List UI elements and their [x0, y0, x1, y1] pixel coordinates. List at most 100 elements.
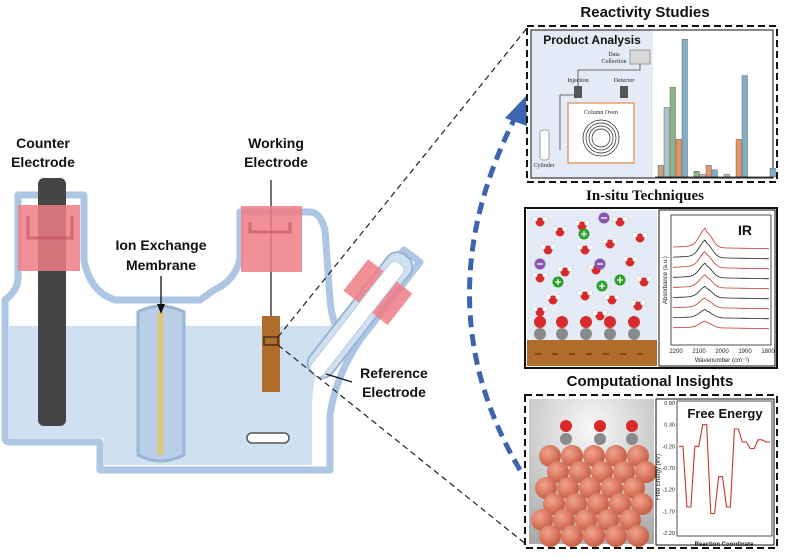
- flow-arrow-head-icon: [505, 96, 527, 126]
- water-o-2: [577, 221, 587, 231]
- water-h-b-13: [555, 294, 561, 300]
- fe-ytick-2: -0.20: [662, 444, 675, 450]
- water-h-a-10: [557, 266, 563, 272]
- pa-bar-12: [769, 168, 776, 178]
- water-o-14: [580, 291, 590, 301]
- cu-atom-1-0: [547, 461, 569, 483]
- pa-bar-1: [663, 107, 670, 178]
- water-h-b-3: [622, 216, 628, 222]
- pa-bar-7: [705, 165, 712, 178]
- stir-bar: [246, 432, 290, 444]
- cylinder-icon: [539, 129, 550, 161]
- ir-spectrum-0: [672, 227, 770, 250]
- section-title-computational: Computational Insights: [567, 373, 734, 390]
- water-h-a-17: [532, 306, 538, 312]
- water-o-7: [605, 239, 615, 249]
- fe-ytick-5: -1.70: [662, 509, 675, 515]
- ir-tick-3: 1900: [738, 349, 752, 355]
- pa-bar-9: [723, 173, 730, 178]
- flow-arrow: [467, 110, 523, 472]
- water-h-a-3: [612, 216, 618, 222]
- surface-c-0: [534, 328, 546, 340]
- cu-atom-5-4: [627, 525, 649, 547]
- panel-product-analysis: Product Analysis Data Collection Injecti…: [526, 25, 778, 183]
- surface-o-2: [580, 316, 592, 328]
- water-h-a-14: [577, 290, 583, 296]
- free-energy-ylabel: Free Energy (eV): [656, 454, 662, 500]
- surface-c-3: [604, 328, 616, 340]
- ir-xlabel: Wavenumber (cm⁻¹): [695, 358, 749, 364]
- molecules: [532, 212, 652, 355]
- water-o-8: [625, 257, 635, 267]
- water-h-b-18: [602, 310, 608, 316]
- ir-spectrum-6: [673, 297, 770, 310]
- cu-atom-1-1: [569, 461, 591, 483]
- water-h-b-7: [612, 238, 618, 244]
- free-energy-title: Free Energy: [687, 406, 763, 421]
- fe-ytick-6: -2.20: [662, 531, 675, 537]
- section-title-reactivity: Reactivity Studies: [580, 4, 709, 21]
- pa-bar-6: [699, 173, 706, 178]
- h-cell: [1, 178, 424, 474]
- electrode-surface: [527, 340, 657, 366]
- water-h-b-16: [640, 300, 646, 306]
- water-h-a-9: [532, 272, 538, 278]
- pa-bar-2: [669, 86, 676, 178]
- water-o-9: [535, 273, 545, 283]
- water-h-b-14: [587, 290, 593, 296]
- surface-c-2: [580, 328, 592, 340]
- data-collection-label-1: Data: [608, 52, 620, 58]
- cu-atom-5-2: [583, 525, 605, 547]
- product-analysis-bars: [655, 39, 776, 178]
- cu-atom-5-0: [539, 525, 561, 547]
- ir-spectrum-5: [672, 285, 770, 300]
- water-h-b-6: [587, 244, 593, 250]
- cu-atom-3-1: [565, 493, 587, 515]
- ir-spectrum-4: [672, 274, 770, 290]
- water-h-a-2: [574, 220, 580, 226]
- zoom-line-bottom: [277, 344, 528, 546]
- water-h-a-13: [545, 294, 551, 300]
- free-energy-curve: [679, 424, 770, 515]
- ir-spectrum-8: [673, 320, 770, 330]
- water-h-b-2: [584, 220, 590, 226]
- cation-plus-0: [581, 231, 587, 237]
- water-o-0: [535, 217, 545, 227]
- water-o-5: [543, 245, 553, 255]
- water-h-a-12: [636, 276, 642, 282]
- water-o-17: [535, 307, 545, 317]
- surface-c-4: [628, 328, 640, 340]
- ads-c-1: [594, 433, 606, 445]
- water-h-a-7: [602, 238, 608, 244]
- column-oven-label: Column Oven: [584, 110, 618, 116]
- working-cap: [241, 206, 302, 272]
- ads-c-2: [626, 433, 638, 445]
- fe-ytick-4: -1.20: [662, 488, 675, 494]
- surface-o-1: [556, 316, 568, 328]
- zoom-line-top: [277, 27, 528, 338]
- water-o-18: [595, 311, 605, 321]
- cu-atom-1-2: [591, 461, 613, 483]
- water-o-13: [548, 295, 558, 305]
- ir-spectrum-3: [673, 262, 770, 280]
- pa-bar-8: [711, 169, 718, 178]
- fe-ytick-3: -0.70: [662, 466, 675, 472]
- ir-tick-0: 2200: [669, 349, 683, 355]
- water-h-b-0: [542, 216, 548, 222]
- ir-tick-1: 2100: [692, 349, 706, 355]
- product-analysis-title: Product Analysis: [543, 33, 641, 47]
- panel-computational: Free Energy Free Energy (eV) Reaction Co…: [524, 394, 778, 549]
- reference-electrode: [306, 251, 414, 379]
- cu-atom-5-1: [561, 525, 583, 547]
- surface-o-4: [628, 316, 640, 328]
- surface-o-3: [604, 316, 616, 328]
- ir-spectrum-2: [672, 250, 770, 270]
- cu-atom-3-4: [631, 493, 653, 515]
- water-h-a-4: [632, 232, 638, 238]
- cation-plus-2: [617, 277, 623, 283]
- water-h-a-0: [532, 216, 538, 222]
- pa-bar-0: [657, 165, 664, 178]
- reference-electrode-label-2: Electrode: [362, 384, 426, 400]
- water-h-b-15: [614, 294, 620, 300]
- water-o-6: [580, 245, 590, 255]
